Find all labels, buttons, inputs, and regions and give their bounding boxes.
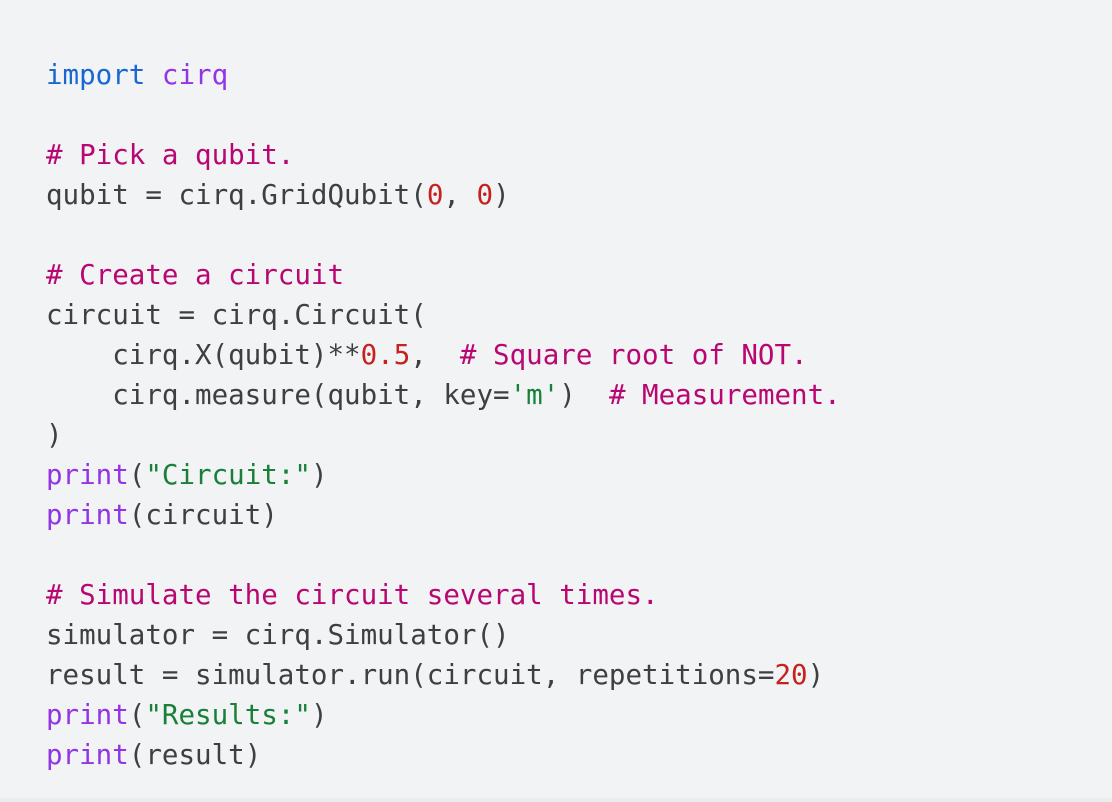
code-token-builtin: cirq xyxy=(161,59,229,91)
code-token-plain: ) xyxy=(310,459,328,491)
code-line: qubit = cirq.GridQubit(0, 0) xyxy=(46,175,1092,215)
code-token-number: 0 xyxy=(426,179,444,211)
code-token-plain: ) xyxy=(807,659,825,691)
code-token-plain: qubit = cirq.GridQubit( xyxy=(46,179,427,211)
code-token-plain: result = simulator.run(circuit, repetiti… xyxy=(46,659,775,691)
code-token-number: 20 xyxy=(774,659,808,691)
code-line: # Simulate the circuit several times. xyxy=(46,575,1092,615)
code-token-plain: cirq.measure(qubit, key= xyxy=(46,379,510,411)
code-token-plain: ) xyxy=(559,379,609,411)
bottom-edge-divider xyxy=(0,798,1112,802)
code-line: simulator = cirq.Simulator() xyxy=(46,615,1092,655)
code-token-comment: # Measurement. xyxy=(608,379,841,411)
code-token-number: 0 xyxy=(476,179,494,211)
code-token-comment: # Create a circuit xyxy=(46,259,345,291)
code-line: ) xyxy=(46,415,1092,455)
code-line: circuit = cirq.Circuit( xyxy=(46,295,1092,335)
code-token-builtin: print xyxy=(46,459,129,491)
code-token-builtin: print xyxy=(46,499,129,531)
code-token-plain: circuit = cirq.Circuit( xyxy=(46,299,427,331)
code-line xyxy=(46,95,1092,135)
code-token-plain: , xyxy=(410,339,460,371)
code-token-builtin: print xyxy=(46,739,129,771)
code-token-plain: ( xyxy=(128,699,146,731)
code-line: import cirq xyxy=(46,55,1092,95)
code-line xyxy=(46,215,1092,255)
code-token-plain: (result) xyxy=(128,739,262,771)
code-token-comment: # Square root of NOT. xyxy=(459,339,808,371)
code-token-comment: # Simulate the circuit several times. xyxy=(46,579,659,611)
code-line: print("Circuit:") xyxy=(46,455,1092,495)
code-token-string: "Circuit:" xyxy=(145,459,311,491)
code-token-plain: (circuit) xyxy=(128,499,278,531)
code-line: print(circuit) xyxy=(46,495,1092,535)
code-token-comment: # Pick a qubit. xyxy=(46,139,295,171)
code-token-plain: ) xyxy=(46,419,63,451)
code-token-plain: ) xyxy=(310,699,328,731)
code-line: # Pick a qubit. xyxy=(46,135,1092,175)
code-token-builtin: print xyxy=(46,699,129,731)
code-line: cirq.measure(qubit, key='m') # Measureme… xyxy=(46,375,1092,415)
code-token-plain: cirq.X(qubit)** xyxy=(46,339,361,371)
code-token-plain: , xyxy=(443,179,477,211)
code-line: result = simulator.run(circuit, repetiti… xyxy=(46,655,1092,695)
code-token-plain: ( xyxy=(128,459,146,491)
code-line: print(result) xyxy=(46,735,1092,775)
code-token-plain: simulator = cirq.Simulator() xyxy=(46,619,510,651)
code-token-plain: ) xyxy=(493,179,510,211)
code-line: cirq.X(qubit)**0.5, # Square root of NOT… xyxy=(46,335,1092,375)
code-line: print("Results:") xyxy=(46,695,1092,735)
code-line xyxy=(46,535,1092,575)
code-line: # Create a circuit xyxy=(46,255,1092,295)
code-token-number: 0.5 xyxy=(360,339,411,371)
code-token-string: "Results:" xyxy=(145,699,311,731)
code-token-string: 'm' xyxy=(509,379,560,411)
code-token-keyword: import xyxy=(46,59,146,91)
code-token-plain xyxy=(145,59,162,91)
